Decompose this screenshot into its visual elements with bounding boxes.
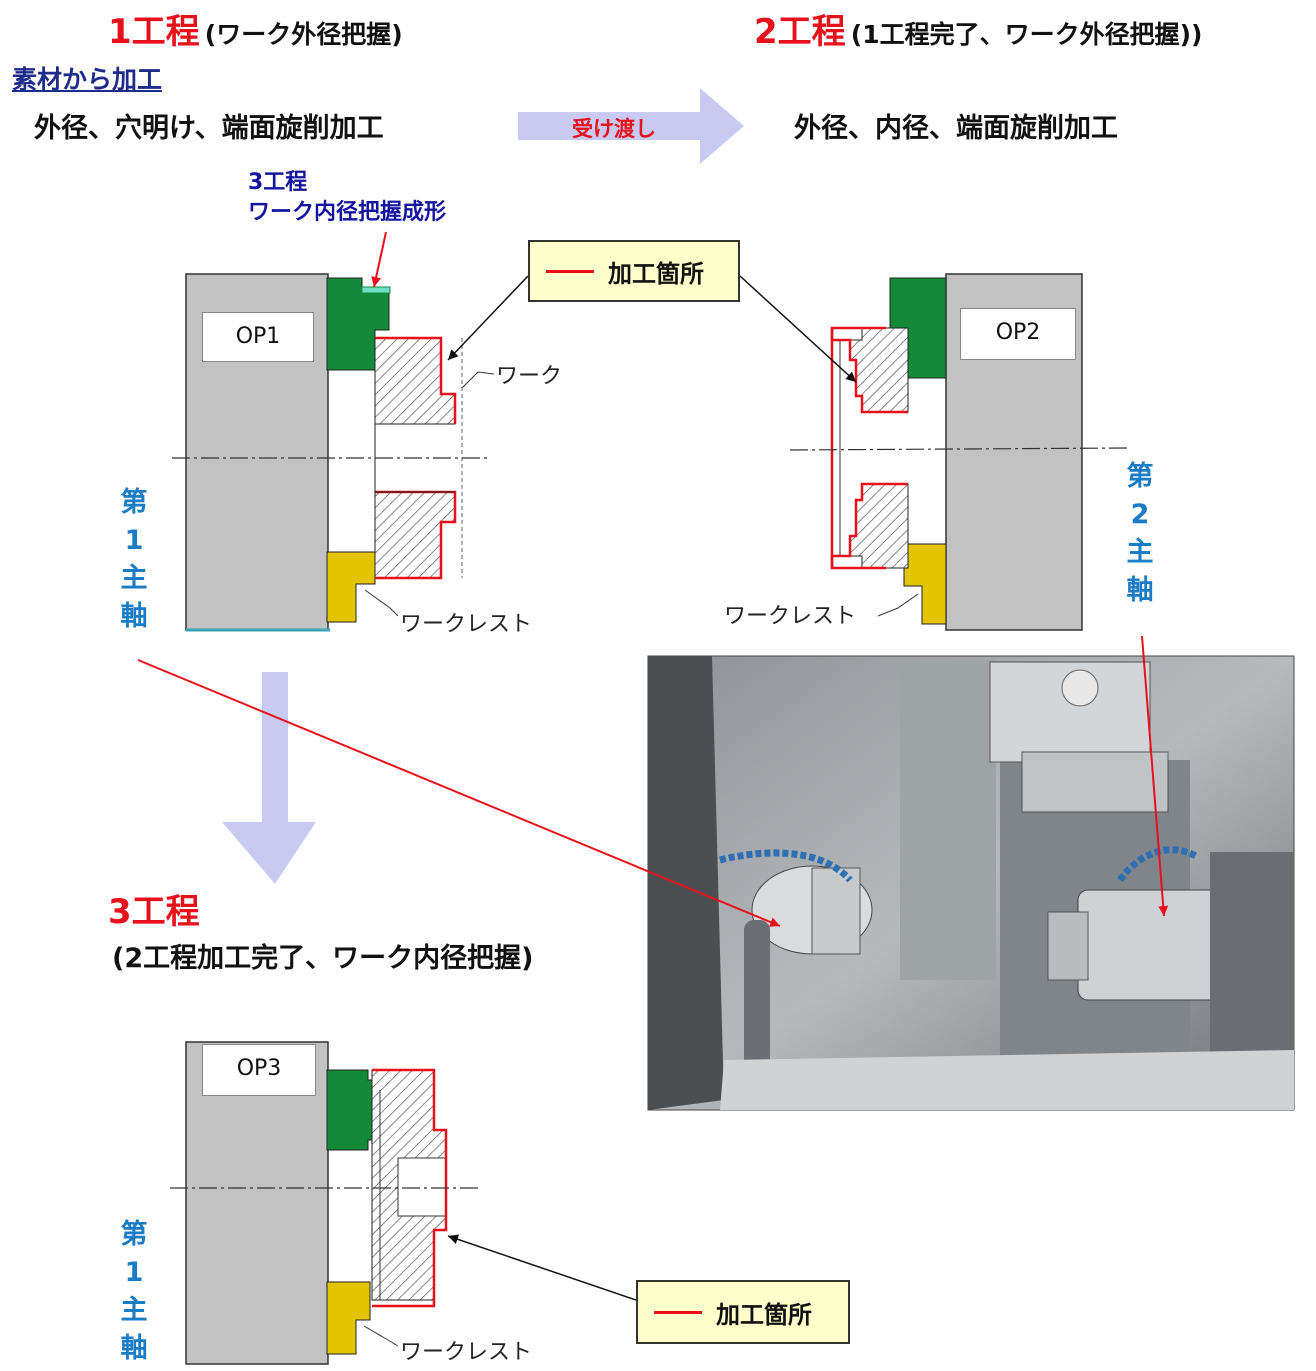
op1-label: OP1 xyxy=(202,312,314,362)
spindle2-pointer xyxy=(1141,635,1169,917)
step1-title: 1工程 xyxy=(108,12,200,52)
callout-label-bottom: 加工箇所 xyxy=(716,1300,812,1329)
step1-description: 外径、穴明け、端面旋削加工 xyxy=(34,113,384,144)
step3-note-line2: ワーク内径把握成形 xyxy=(248,200,447,225)
machine-photo xyxy=(647,655,1295,1111)
callout-pointer-op1 xyxy=(447,275,529,361)
workrest-1 xyxy=(326,551,376,623)
callout-pointer-op2 xyxy=(739,275,857,383)
down-arrow xyxy=(222,672,316,884)
workrest-label-op1: ワークレスト xyxy=(400,612,533,637)
step2-heading: 2工程 (1工程完了、ワーク外径把握)) xyxy=(754,4,1202,53)
step2-title: 2工程 xyxy=(754,12,846,52)
step3-title: 3工程 xyxy=(108,892,200,932)
op3-label: OP3 xyxy=(202,1044,316,1096)
step3-subtitle: (2工程加工完了、ワーク内径把握) xyxy=(112,943,534,974)
work-label: ワーク xyxy=(496,364,563,389)
transfer-label: 受け渡し xyxy=(572,117,656,141)
red-line-legend xyxy=(546,269,594,273)
callout-box-bottom: 加工箇所 xyxy=(636,1280,850,1344)
op2-diagram xyxy=(789,273,1129,631)
step2-subtitle: (1工程完了、ワーク外径把握)) xyxy=(850,20,1203,49)
note-pointer xyxy=(371,231,387,288)
spindle1-label-op3: 第 1 主 軸 xyxy=(120,1219,148,1364)
step3-note-line1: 3工程 xyxy=(248,170,308,195)
workrest-label-op2: ワークレスト xyxy=(724,604,857,629)
transfer-arrow xyxy=(518,88,744,164)
step1-subtitle: (ワーク外径把握) xyxy=(204,20,403,49)
callout-box-top: 加工箇所 xyxy=(528,240,740,302)
spindle2-label: 第 2 主 軸 xyxy=(1126,461,1154,606)
workrest-label-op3: ワークレスト xyxy=(400,1340,533,1365)
spindle1-pointer xyxy=(137,659,781,927)
spindle1-label: 第 1 主 軸 xyxy=(120,487,148,632)
step3-note: 3工程 ワーク内径把握成形 xyxy=(248,168,446,228)
jaw-green-1 xyxy=(326,277,390,371)
step1-heading: 1工程 (ワーク外径把握) xyxy=(108,4,403,53)
from-material-label: 素材から加工 xyxy=(12,65,163,94)
op1-diagram xyxy=(172,273,495,632)
red-line-legend-bottom xyxy=(654,1310,702,1314)
callout-label-top: 加工箇所 xyxy=(608,259,704,288)
op2-label: OP2 xyxy=(960,308,1076,360)
step2-description: 外径、内径、端面旋削加工 xyxy=(794,113,1118,144)
callout-pointer-op3 xyxy=(447,1234,637,1301)
